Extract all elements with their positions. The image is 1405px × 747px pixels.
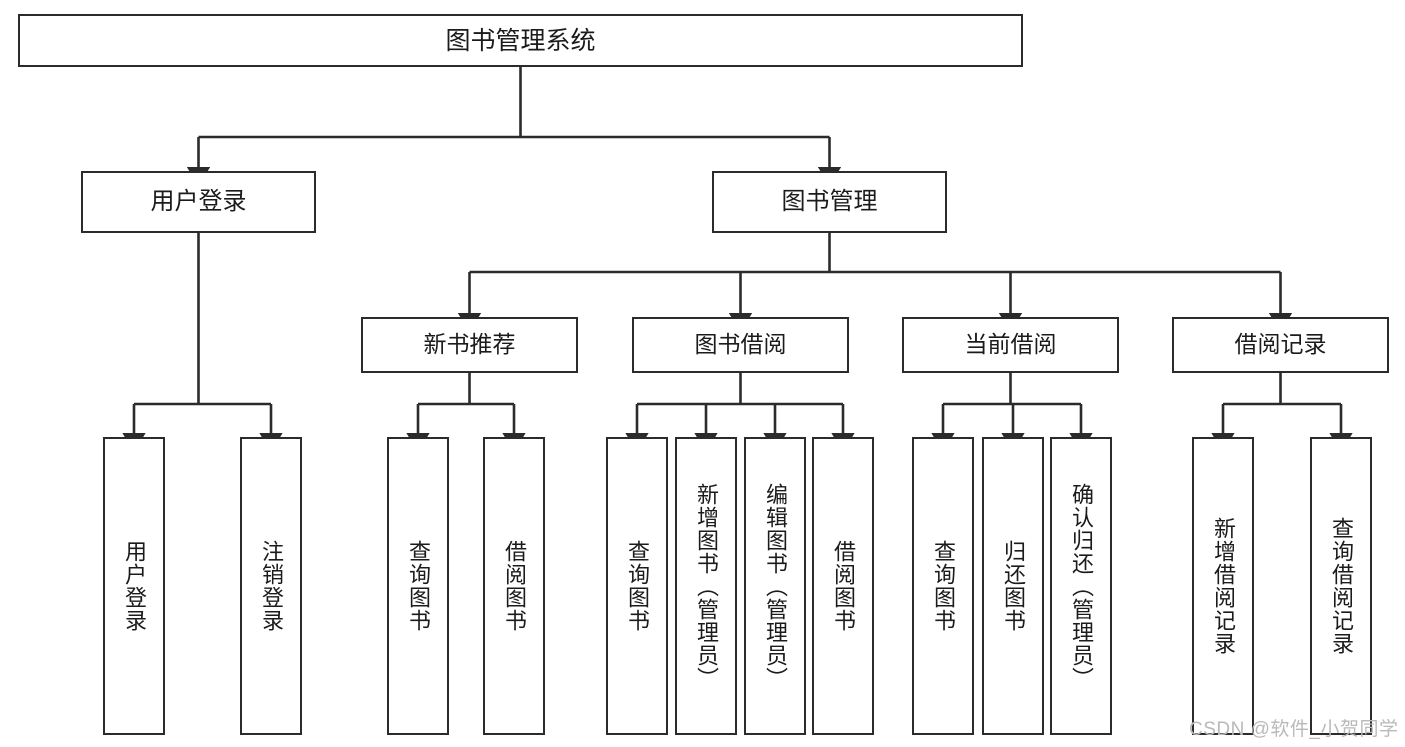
leaf-return-book[interactable]: 归还图书 — [982, 437, 1044, 735]
leaf-borrow-book[interactable]: 借阅图书 — [812, 437, 874, 735]
node-label: 编辑图书（管理员） — [763, 482, 788, 690]
leaf-query-book-recommend[interactable]: 查询图书 — [387, 437, 449, 735]
node-borrowing-record[interactable]: 借阅记录 — [1172, 317, 1389, 373]
node-label: 新增借阅记录 — [1211, 517, 1236, 655]
leaf-query-borrow-record[interactable]: 查询借阅记录 — [1310, 437, 1372, 735]
leaf-add-borrow-record[interactable]: 新增借阅记录 — [1192, 437, 1254, 735]
node-label: 注销登录 — [259, 540, 284, 632]
node-label: 查询借阅记录 — [1329, 517, 1354, 655]
node-label: 新增图书（管理员） — [694, 482, 719, 690]
node-label: 图书借阅 — [694, 331, 787, 358]
node-label: 用户登录 — [150, 187, 247, 215]
node-label: 确认归还（管理员） — [1069, 482, 1094, 690]
leaf-add-book-admin[interactable]: 新增图书（管理员） — [675, 437, 737, 735]
leaf-confirm-return-admin[interactable]: 确认归还（管理员） — [1050, 437, 1112, 735]
leaf-borrow-book-recommend[interactable]: 借阅图书 — [483, 437, 545, 735]
node-book-borrowing[interactable]: 图书借阅 — [632, 317, 849, 373]
node-label: 归还图书 — [1001, 540, 1026, 632]
node-label: 新书推荐 — [423, 331, 516, 358]
node-label: 当前借阅 — [964, 331, 1057, 358]
leaf-user-logout[interactable]: 注销登录 — [240, 437, 302, 735]
node-label: 借阅记录 — [1234, 331, 1327, 358]
node-label: 借阅图书 — [831, 540, 856, 632]
node-current-borrowing[interactable]: 当前借阅 — [902, 317, 1119, 373]
node-label: 查询图书 — [406, 540, 431, 632]
leaf-query-book-current[interactable]: 查询图书 — [912, 437, 974, 735]
leaf-edit-book-admin[interactable]: 编辑图书（管理员） — [744, 437, 806, 735]
leaf-user-login[interactable]: 用户登录 — [103, 437, 165, 735]
node-root-system[interactable]: 图书管理系统 — [18, 14, 1023, 67]
node-label: 查询图书 — [931, 540, 956, 632]
node-label: 借阅图书 — [502, 540, 527, 632]
leaf-query-book-borrow[interactable]: 查询图书 — [606, 437, 668, 735]
node-label: 图书管理系统 — [445, 26, 596, 55]
node-label: 查询图书 — [625, 540, 650, 632]
node-book-management[interactable]: 图书管理 — [712, 171, 947, 233]
node-user-login[interactable]: 用户登录 — [81, 171, 316, 233]
node-label: 用户登录 — [122, 540, 147, 632]
node-new-book-recommendation[interactable]: 新书推荐 — [361, 317, 578, 373]
node-label: 图书管理 — [781, 187, 878, 215]
